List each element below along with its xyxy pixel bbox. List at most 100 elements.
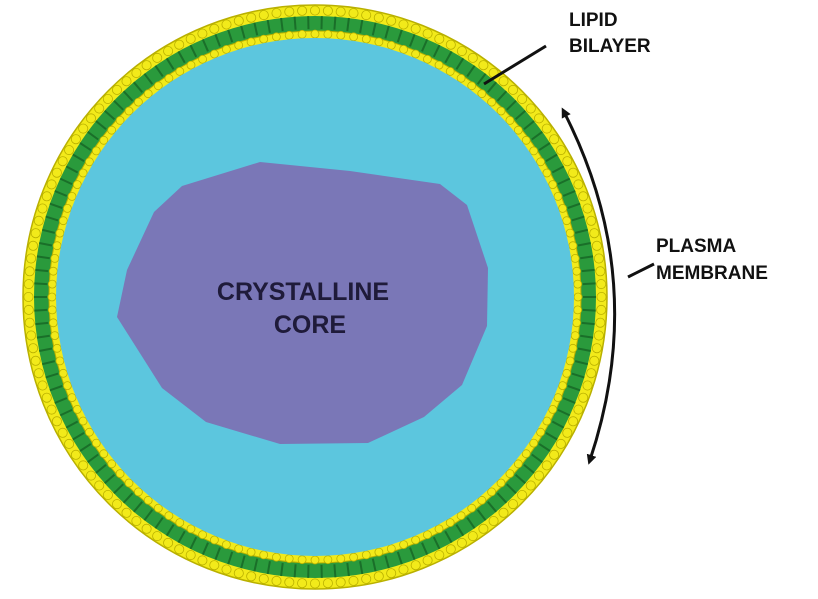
lipid-head (457, 74, 465, 82)
lipid-head (543, 169, 551, 177)
lipid-head (497, 107, 505, 115)
lipid-head (563, 157, 572, 166)
lipid-head (549, 181, 557, 189)
lipid-head (25, 267, 34, 276)
lipid-head (153, 53, 162, 62)
lipid-head (387, 41, 395, 49)
lipid-head (594, 254, 603, 263)
lipid-head (86, 471, 95, 480)
lipid-head (247, 572, 256, 581)
lipid-head (579, 393, 588, 402)
lipid-head (537, 158, 545, 166)
lipid-head (95, 481, 104, 490)
lipid-head (563, 428, 572, 437)
lipid-head (187, 525, 195, 533)
lipid-head (92, 147, 100, 155)
lipid-head (550, 450, 559, 459)
lipid-head (423, 29, 432, 38)
lipid-head (165, 512, 173, 520)
lipid-head (324, 556, 332, 564)
lipid-head (488, 488, 496, 496)
lipid-head (399, 565, 408, 574)
lipid-head (31, 229, 40, 238)
lipid-head (446, 67, 454, 75)
lipid-head (362, 35, 370, 43)
lipid-head (134, 98, 142, 106)
lipid-label-line2: BILAYER (569, 36, 651, 57)
lipid-head (24, 280, 33, 289)
lipid-head (374, 13, 383, 22)
lipid-head (375, 548, 383, 556)
lipid-head (34, 369, 43, 378)
lipid-head (518, 490, 527, 499)
lipid-head (176, 519, 184, 527)
lipid-head (534, 114, 543, 123)
lipid-head (49, 319, 57, 327)
lipid-head (56, 229, 64, 237)
lipid-head (590, 229, 599, 238)
lipid-head (514, 126, 522, 134)
lipid-head (79, 461, 88, 470)
lipid-head (374, 572, 383, 581)
lipid-head (387, 545, 395, 553)
lipid-head (58, 157, 67, 166)
lipid-head (592, 344, 601, 353)
lipid-head (574, 293, 582, 301)
lipid-head (210, 50, 218, 58)
lipid-head (42, 393, 51, 402)
lipid-head (48, 293, 56, 301)
lipid-head (103, 490, 112, 499)
lipid-head (435, 34, 444, 43)
lipid-head (132, 516, 141, 525)
lipid-head (587, 216, 596, 225)
lipid-head (411, 561, 420, 570)
lipid-head (537, 428, 545, 436)
lipid-head (423, 55, 431, 63)
lipid-head (125, 479, 133, 487)
lipid-head (526, 481, 535, 490)
lipid-head (58, 428, 67, 437)
lipid-head (506, 116, 514, 124)
lipid-tail (34, 283, 47, 284)
lipid-head (435, 525, 443, 533)
lipid-head (73, 181, 81, 189)
lipid-head (468, 53, 477, 62)
lipid-head (550, 135, 559, 144)
lipid-head (122, 508, 131, 517)
lipid-head (259, 11, 268, 20)
lipid-head (28, 344, 37, 353)
lipid-head (559, 382, 567, 390)
lipid-head (549, 405, 557, 413)
lipid-head (210, 24, 219, 33)
lipid-label-line1: LIPID (569, 10, 618, 31)
plasma-label-line1: PLASMA (656, 236, 737, 257)
lipid-head (63, 382, 71, 390)
lipid-head (574, 306, 582, 314)
lipid-head (573, 267, 581, 275)
lipid-head (49, 267, 57, 275)
lipid-head (68, 394, 76, 402)
lipid-head (53, 242, 61, 250)
lipid-head (435, 551, 444, 560)
lipid-head (112, 500, 121, 509)
lipid-head (478, 90, 486, 98)
lipid-head (222, 565, 231, 574)
lipid-head (488, 98, 496, 106)
lipid-head (65, 439, 74, 448)
lipid-head (522, 450, 530, 458)
lipid-head (499, 508, 508, 517)
lipid-head (52, 417, 61, 426)
lipid-head (554, 394, 562, 402)
lipid-head (594, 331, 603, 340)
lipid-head (132, 68, 141, 77)
lipid-head (423, 556, 432, 565)
lipid-head (559, 204, 567, 212)
lipid-head (479, 61, 488, 70)
lipid-head (48, 306, 56, 314)
lipid-head (336, 7, 345, 16)
lipid-head (446, 545, 455, 554)
lipid-head (47, 405, 56, 414)
lipid-head (285, 7, 294, 16)
lipid-head (468, 504, 476, 512)
lipid-head (324, 30, 332, 38)
